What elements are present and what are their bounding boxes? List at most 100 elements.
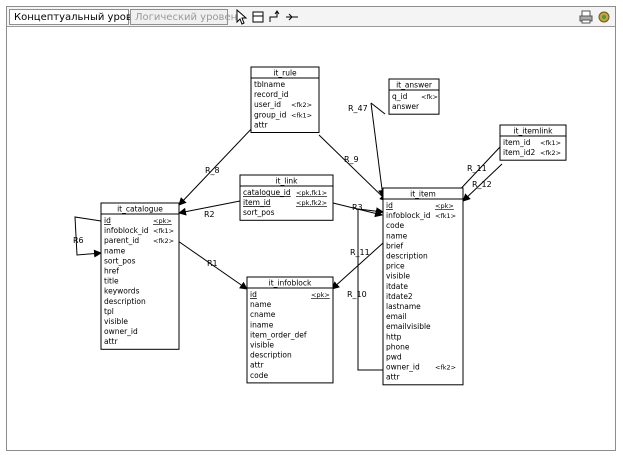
attribute-name: sort_pos <box>104 256 136 265</box>
attribute-name: attr <box>104 337 118 346</box>
tab-logical[interactable]: Логический уровень <box>130 9 243 25</box>
attribute-key: <pk,fk1> <box>296 189 327 197</box>
relation-label: R_11 <box>467 164 487 173</box>
attribute-name: itdate2 <box>386 292 413 301</box>
attribute-name: infoblock_id <box>104 226 149 235</box>
relation-label: R_10 <box>347 290 367 299</box>
attribute-name: http <box>386 332 402 341</box>
attribute-key: <fk2> <box>291 101 312 109</box>
relation-label: R_12 <box>472 180 492 189</box>
attribute-name: cname <box>250 310 276 319</box>
attribute-name: price <box>386 262 405 271</box>
entity-title: it_rule <box>273 69 297 78</box>
attribute-name: description <box>386 252 428 261</box>
attribute-name: attr <box>254 120 268 129</box>
pointer-icon[interactable] <box>233 9 249 25</box>
entity-it-link[interactable]: it_linkcatalogue_id<pk,fk1>item_id<pk,fk… <box>239 174 334 221</box>
attribute-key: <fk1> <box>291 111 312 119</box>
attribute-name: name <box>386 231 408 240</box>
settings-icon[interactable] <box>596 9 612 25</box>
print-icon[interactable] <box>578 9 594 25</box>
relation-r-12[interactable]: R_12 <box>462 163 503 202</box>
tab-conceptual[interactable]: Концептуальный уровень <box>9 9 150 25</box>
attribute-name: owner_id <box>386 363 420 372</box>
relation-label: R2 <box>204 210 215 219</box>
relation-r-1[interactable]: R1 <box>177 240 248 290</box>
relation-label: R_11 <box>350 248 370 257</box>
attribute-name: attr <box>386 373 400 382</box>
relation-label: R3 <box>352 203 363 212</box>
entity-box <box>499 124 567 161</box>
entity-box <box>100 202 180 350</box>
attribute-name: iname <box>250 320 274 329</box>
attribute-name: title <box>104 277 119 286</box>
box-icon[interactable] <box>250 9 266 25</box>
entity-it-item[interactable]: it_itemid<pk>infoblock_id<fk1>codenamebr… <box>382 187 464 386</box>
attribute-name: tpl <box>104 307 114 316</box>
attribute-name: visible <box>250 341 274 350</box>
toolbar: Концептуальный уровень Логический уровен… <box>7 7 615 27</box>
relation-label: R1 <box>207 259 218 268</box>
attribute-name: catalogue_id <box>243 188 291 197</box>
link-icon[interactable] <box>284 9 300 25</box>
entity-box <box>246 276 334 384</box>
attribute-name: description <box>250 351 292 360</box>
relation-r-10[interactable]: R_10 <box>347 207 384 371</box>
attribute-name: id <box>386 201 393 210</box>
attribute-key: <pk,fk2> <box>296 199 327 207</box>
relation-r-2[interactable]: R2 <box>178 200 241 219</box>
relation-label: R_9 <box>344 155 359 164</box>
entity-it-infoblock[interactable]: it_infoblockid<pk>namecnameinameitem_ord… <box>246 276 334 384</box>
attribute-name: attr <box>250 361 264 370</box>
attribute-name: answer <box>392 102 420 111</box>
entity-title: it_infoblock <box>269 279 312 288</box>
entity-box <box>239 174 334 221</box>
relation-icon[interactable] <box>267 9 283 25</box>
attribute-name: infoblock_id <box>386 211 431 220</box>
er-diagram: R_8 R_9 R_47 R_11 <box>73 66 567 386</box>
attribute-key: <fk2> <box>153 237 174 245</box>
attribute-name: record_id <box>254 90 289 99</box>
attribute-name: visible <box>386 272 410 281</box>
attribute-key: <pk> <box>435 202 454 210</box>
attribute-name: id <box>104 216 111 225</box>
attribute-key: <fk2> <box>540 149 561 157</box>
attribute-name: description <box>104 297 146 306</box>
relation-label: R_47 <box>348 104 368 113</box>
attribute-key: <fk1> <box>540 139 561 147</box>
entity-box <box>382 187 464 386</box>
diagram-canvas: R_8 R_9 R_47 R_11 <box>7 27 615 450</box>
entity-title: it_link <box>275 177 298 186</box>
relation-r-8[interactable]: R_8 <box>178 124 256 206</box>
relation-r-47[interactable]: R_47 <box>348 102 387 198</box>
entity-title: it_itemlink <box>514 127 554 136</box>
attribute-name: email <box>386 312 407 321</box>
attribute-name: itdate <box>386 282 408 291</box>
attribute-name: code <box>250 371 268 380</box>
relation-label: R6 <box>73 236 84 245</box>
attribute-key: <pk> <box>311 291 330 299</box>
attribute-name: lastname <box>386 302 421 311</box>
attribute-name: keywords <box>104 287 140 296</box>
attribute-name: user_id <box>254 100 281 109</box>
attribute-key: <fk1> <box>153 227 174 235</box>
attribute-name: item_order_def <box>250 330 307 339</box>
attribute-name: parent_id <box>104 236 139 245</box>
entity-title: it_item <box>410 190 436 199</box>
attribute-name: id <box>250 290 257 299</box>
relation-r-9[interactable]: R_9 <box>318 134 388 202</box>
diagram-window: Концептуальный уровень Логический уровен… <box>6 6 616 451</box>
attribute-name: group_id <box>254 110 287 119</box>
relation-r-6[interactable]: R6 <box>73 216 102 258</box>
attribute-name: tblname <box>254 80 285 89</box>
entity-it-catalogue[interactable]: it_catalogueid<pk>infoblock_id<fk1>paren… <box>100 202 180 350</box>
attribute-name: name <box>104 246 126 255</box>
attribute-name: sort_pos <box>243 208 275 217</box>
attribute-key: <fk> <box>421 93 438 101</box>
attribute-name: pwd <box>386 353 402 362</box>
attribute-key: <pk> <box>153 217 172 225</box>
